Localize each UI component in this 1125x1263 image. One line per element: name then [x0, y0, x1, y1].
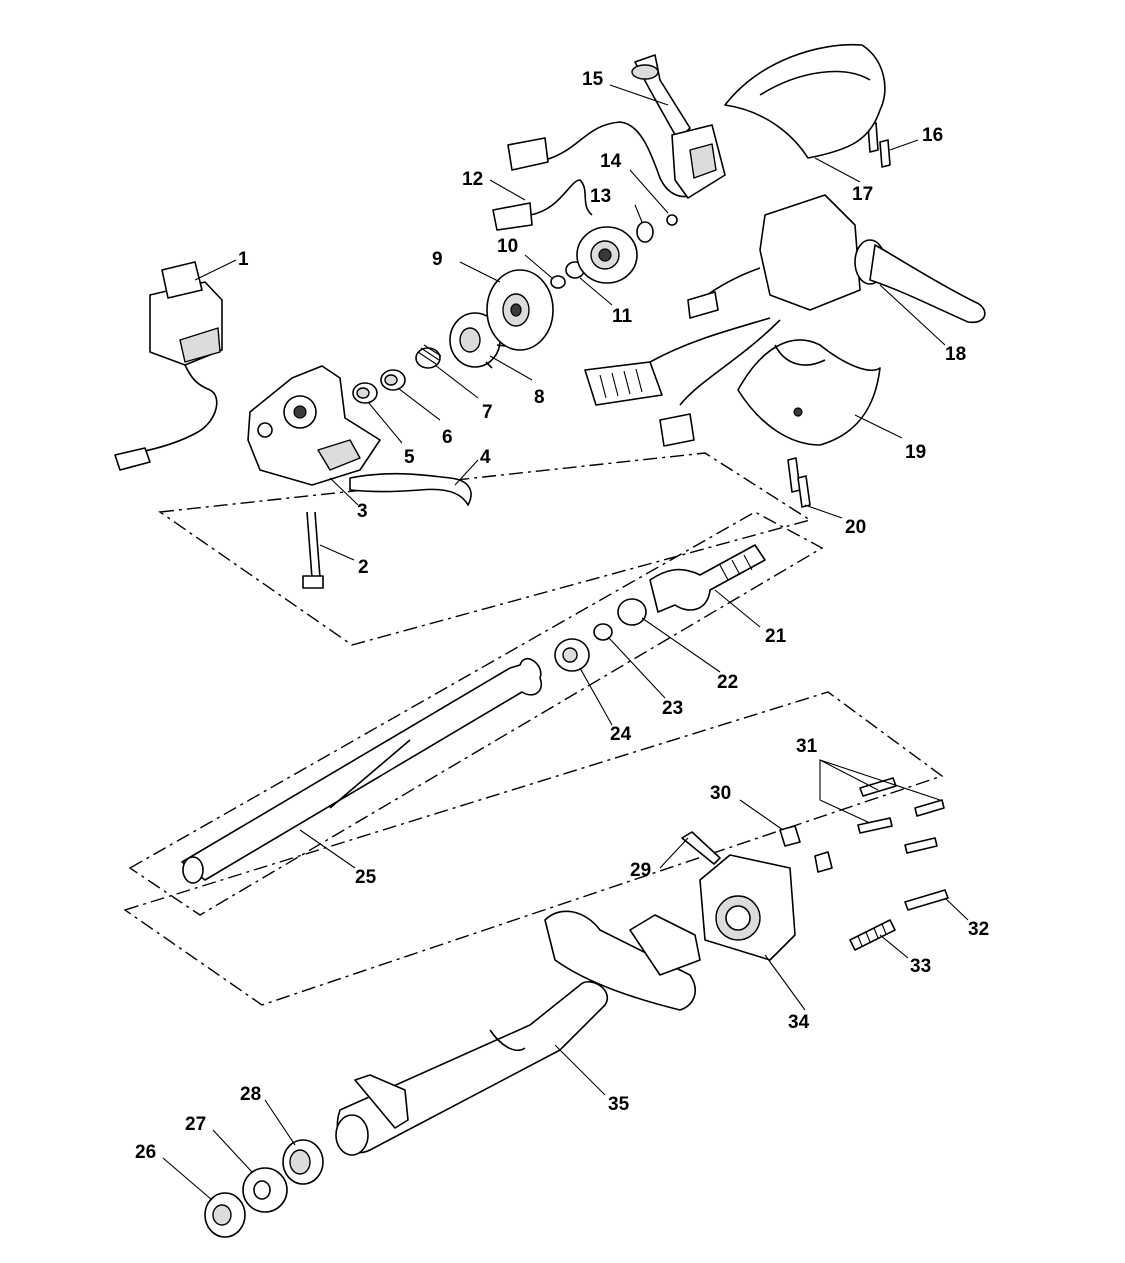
part-6-bushing: [380, 369, 406, 391]
callout-34: 34: [788, 1012, 810, 1033]
callout-18: 18: [945, 344, 966, 365]
part-9-disc: [486, 269, 554, 351]
part-7-spring: [415, 344, 442, 369]
part-5-bushing: [352, 382, 378, 404]
boundary-shaft: [128, 511, 824, 916]
callout-24: 24: [610, 724, 632, 745]
callout-11: 11: [612, 306, 633, 327]
callout-5: 5: [404, 447, 415, 468]
callout-1: 1: [238, 249, 249, 270]
harness-connector: [584, 317, 781, 447]
part-23-spring: [593, 623, 613, 641]
part-21-upper-shaft: [649, 544, 766, 613]
part-12-clock-spring: [492, 121, 691, 284]
callout-29: 29: [630, 860, 651, 881]
part-8-gear-plate: [449, 312, 506, 369]
callout-20: 20: [845, 517, 866, 538]
part-35-column-jacket: [335, 910, 701, 1156]
callout-14: 14: [600, 151, 622, 172]
part-20-screws: [787, 457, 811, 508]
callout-31: 31: [796, 736, 818, 757]
part-27-plate: [242, 1167, 288, 1213]
part-19-lower-shroud: [737, 339, 881, 446]
part-13-clip: [636, 221, 654, 243]
part-26-ring: [204, 1192, 246, 1238]
part-33-spring: [849, 919, 896, 951]
callout-13: 13: [590, 186, 611, 207]
callout-25: 25: [355, 867, 377, 888]
callout-23: 23: [662, 698, 683, 719]
callout-12: 12: [462, 169, 483, 190]
boundary-lower: [123, 691, 944, 1006]
callout-4: 4: [480, 447, 491, 468]
callout-27: 27: [185, 1114, 206, 1135]
callout-9: 9: [432, 249, 443, 270]
part-34-mounting-block: [699, 854, 796, 961]
part-14-nut: [666, 214, 678, 226]
callout-15: 15: [582, 69, 604, 90]
callout-33: 33: [910, 956, 931, 977]
callout-17: 17: [852, 184, 873, 205]
callout-2: 2: [358, 557, 369, 578]
callout-32: 32: [968, 919, 989, 940]
part-25-intermediate-shaft: [181, 658, 542, 884]
part-24-bearing: [554, 638, 590, 672]
callout-35: 35: [608, 1094, 630, 1115]
part-17-upper-shroud: [724, 43, 886, 159]
part-2-screw: [302, 511, 324, 589]
part-31-bolts: [857, 777, 945, 854]
leader-lines: [162, 84, 969, 1201]
callout-3: 3: [357, 501, 368, 522]
callout-30: 30: [710, 783, 731, 804]
part-4-lever: [349, 472, 472, 506]
part-18-multifunction-switch: [687, 194, 986, 324]
callout-10: 10: [497, 236, 518, 257]
group-boundaries: [123, 452, 944, 1006]
callout-labels: 1 2 3 4 5 6 7 8 9 10 11 12 13 14 15 16 1…: [135, 69, 989, 1163]
part-3-lock-housing: [247, 365, 381, 486]
part-32-pin: [904, 889, 949, 911]
callout-7: 7: [482, 402, 493, 423]
callout-21: 21: [765, 626, 787, 647]
callout-26: 26: [135, 1142, 156, 1163]
callout-16: 16: [922, 125, 943, 146]
part-15-wiper-switch: [631, 54, 726, 199]
part-22-bearing: [617, 598, 647, 626]
callout-22: 22: [717, 672, 738, 693]
part-30-nut: [779, 825, 833, 873]
part-16-screws: [867, 122, 891, 168]
part-1-ignition-switch: [114, 261, 223, 471]
callout-28: 28: [240, 1084, 261, 1105]
callout-19: 19: [905, 442, 926, 463]
callout-6: 6: [442, 427, 453, 448]
part-29-screw: [681, 831, 721, 865]
callout-8: 8: [534, 387, 545, 408]
part-10-ring: [550, 275, 566, 289]
boundary-upper-housing: [158, 452, 812, 646]
part-28-bushing: [282, 1139, 324, 1185]
